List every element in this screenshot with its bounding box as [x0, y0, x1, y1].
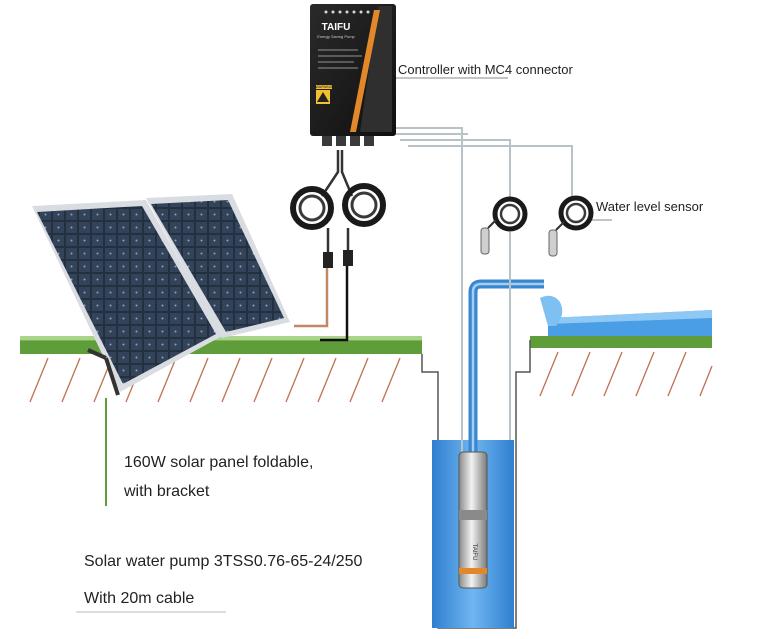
water-level-sensor-label: Water level sensor — [596, 199, 703, 214]
panel-label-line2: with bracket — [124, 483, 209, 501]
controller-subtitle: Energy Saving Pump — [317, 34, 355, 39]
mc4-connector-leads — [293, 150, 383, 340]
panel-label-line1: 160W solar panel foldable, — [124, 454, 313, 472]
pump-body-mark: TAIFU — [471, 544, 477, 561]
delivery-pipe — [473, 284, 544, 460]
ground-right — [530, 336, 712, 396]
controller-warning-tag: WARNING — [316, 85, 333, 89]
controller-brand: TAIFU — [322, 22, 351, 33]
submersible-pump: TAIFU — [459, 452, 487, 588]
solar-panel — [32, 194, 290, 395]
pump-label-line1: Solar water pump 3TSS0.76-65-24/250 — [84, 553, 362, 571]
surface-water-tank — [540, 296, 712, 336]
controller-label: Controller with MC4 connector — [398, 62, 573, 77]
pump-label-line2: With 20m cable — [84, 590, 194, 608]
water-level-sensor — [481, 198, 591, 256]
ground-left — [20, 336, 422, 402]
